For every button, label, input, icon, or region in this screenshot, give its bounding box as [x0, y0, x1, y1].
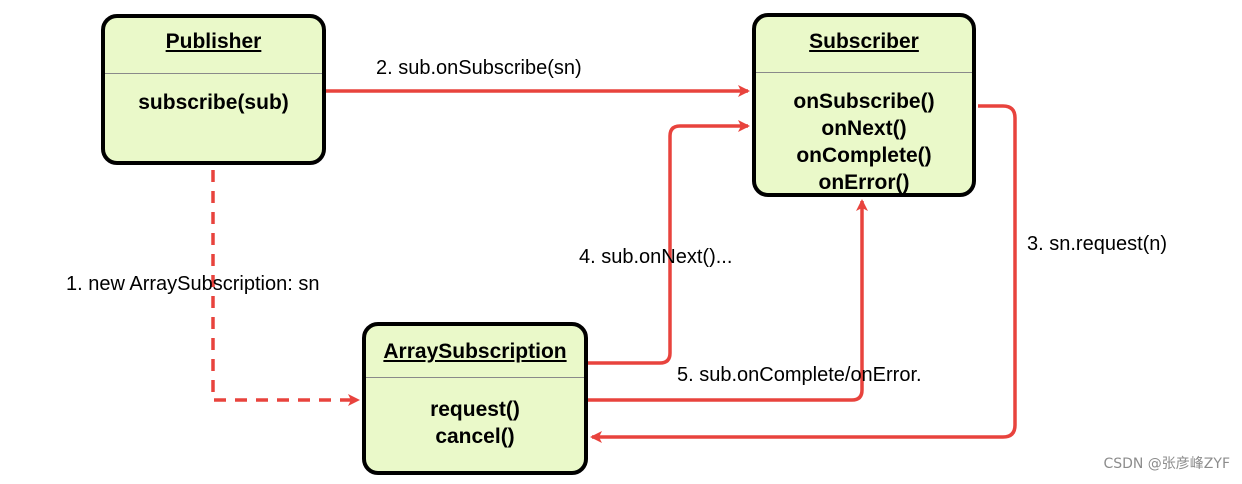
- edge-label-request: 3. sn.request(n): [1027, 233, 1168, 255]
- subscriber-separator: [756, 72, 972, 73]
- edge-label-on-complete: 5. sub.onComplete/onError.: [677, 364, 922, 386]
- edge-label-on-subscribe: 2. sub.onSubscribe(sn): [376, 57, 582, 79]
- publisher-separator: [105, 73, 322, 74]
- array-subscription-method: cancel(): [435, 425, 515, 448]
- subscriber-title: Subscriber: [809, 30, 919, 53]
- subscriber-method: onSubscribe(): [793, 90, 935, 113]
- edge-request: [590, 104, 1017, 443]
- array-subscription-node: ArraySubscription request() cancel(): [362, 322, 588, 475]
- publisher-title: Publisher: [165, 30, 262, 53]
- subscriber-methods: onSubscribe() onNext() onComplete() onEr…: [756, 88, 972, 194]
- array-subscription-separator: [366, 377, 584, 378]
- edge-label-on-next: 4. sub.onNext()...: [579, 246, 733, 268]
- edge-label-new-subscription: 1. new ArraySubscription: sn: [66, 273, 320, 295]
- edge-on-complete: [588, 199, 868, 402]
- publisher-method: subscribe(sub): [138, 91, 289, 114]
- array-subscription-methods: request() cancel(): [366, 396, 584, 450]
- subscriber-node: Subscriber onSubscribe() onNext() onComp…: [752, 13, 976, 197]
- edge-new-subscription: [211, 170, 360, 406]
- array-subscription-method: request(): [430, 398, 520, 421]
- edge-on-next: [588, 120, 750, 365]
- publisher-methods: subscribe(sub): [105, 89, 322, 116]
- subscriber-method: onComplete(): [796, 144, 932, 167]
- subscriber-method: onError(): [818, 171, 910, 194]
- watermark: CSDN @张彦峰ZYF: [1103, 456, 1230, 472]
- array-subscription-title: ArraySubscription: [383, 340, 567, 363]
- subscriber-method: onNext(): [821, 117, 907, 140]
- publisher-node: Publisher subscribe(sub): [101, 14, 326, 165]
